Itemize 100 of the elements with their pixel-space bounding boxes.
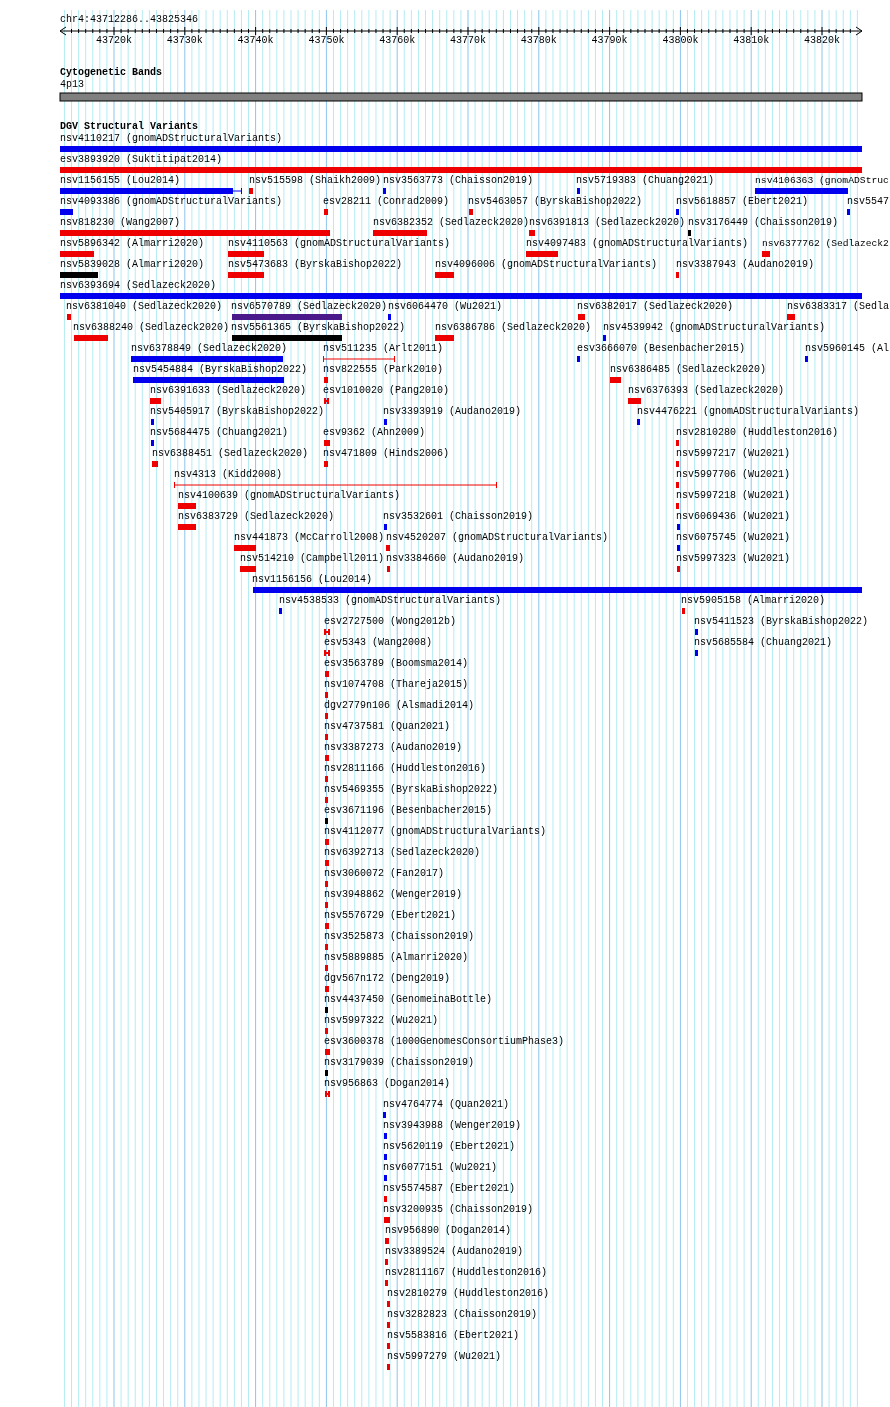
variant-label: nsv2811166 (Huddleston2016) (324, 763, 487, 775)
variant-label: nsv4737581 (Quan2021) (324, 721, 451, 733)
tick-label: 43780k (520, 35, 557, 47)
variant-label: nsv5473683 (ByrskaBishop2022) (228, 259, 403, 271)
variant-label: nsv3282823 (Chaisson2019) (387, 1309, 538, 1321)
tick-label: 43720k (96, 35, 132, 47)
variant-label: nsv4106363 (gnomADStruc (755, 175, 889, 187)
track-title: DGV Structural Variants (60, 121, 199, 133)
variant-label: nsv956890 (Dogan2014) (385, 1225, 512, 1237)
variant-label: nsv4520207 (gnomADStructuralVariants) (386, 532, 609, 544)
track-title: Cytogenetic Bands (60, 67, 163, 79)
variant-label: nsv6075745 (Wu2021) (676, 532, 791, 544)
variant-label: nsv5469355 (ByrskaBishop2022) (324, 784, 499, 796)
tick-label: 43760k (379, 35, 416, 47)
variant-label: esv5343 (Wang2008) (324, 637, 433, 649)
variant-label: nsv6377762 (Sedlazeck2 (762, 238, 889, 250)
variant-label: nsv3176449 (Chaisson2019) (688, 217, 839, 229)
variant-label: nsv5997218 (Wu2021) (676, 490, 791, 502)
variant-label: nsv5839028 (Almarri2020) (60, 259, 205, 271)
variant-label: nsv4437450 (GenomeinaBottle) (324, 994, 493, 1006)
variant-label: nsv514210 (Campbell2011) (240, 553, 385, 565)
variant-label: nsv2811167 (Huddleston2016) (385, 1267, 548, 1279)
variant-label: nsv3948862 (Wenger2019) (324, 889, 463, 901)
variant-label: nsv4539942 (gnomADStructuralVariants) (603, 322, 826, 334)
variant-label: nsv4538533 (gnomADStructuralVariants) (279, 595, 502, 607)
band-label: 4p13 (60, 79, 84, 91)
variant-label: esv3671196 (Besenbacher2015) (324, 805, 493, 817)
tick-label: 43730k (166, 35, 203, 47)
tick-label: 43790k (591, 35, 628, 47)
tick-label: 43750k (308, 35, 345, 47)
variant-label: esv9362 (Ahn2009) (323, 427, 426, 439)
variant-label: nsv5454884 (ByrskaBishop2022) (133, 364, 308, 376)
tick-label: 43810k (733, 35, 770, 47)
variant-label: nsv4313 (Kidd2008) (174, 469, 283, 481)
variant-label: esv3600378 (1000GenomesConsortiumPhase3) (324, 1036, 565, 1048)
variant-label: nsv4100639 (gnomADStructuralVariants) (178, 490, 401, 502)
variant-label: nsv6376393 (Sedlazeck2020) (628, 385, 785, 397)
variant-label: nsv3384660 (Audano2019) (386, 553, 525, 565)
variant-label: nsv6393694 (Sedlazeck2020) (60, 280, 217, 292)
variant-label: nsv6383317 (Sedla (787, 301, 890, 313)
variant-label: nsv2810279 (Huddleston2016) (387, 1288, 550, 1300)
variant-label: nsv6077151 (Wu2021) (383, 1162, 498, 1174)
variant-label: nsv6391813 (Sedlazeck2020) (529, 217, 686, 229)
variant-label: esv1010020 (Pang2010) (323, 385, 450, 397)
variant-label: nsv2810280 (Huddleston2016) (676, 427, 839, 439)
variant-label: dgv567n172 (Deng2019) (324, 973, 451, 985)
tick-label: 43740k (237, 35, 274, 47)
variant-label: nsv511235 (Arlt2011) (323, 343, 444, 355)
variant-label: nsv5576729 (Ebert2021) (324, 910, 457, 922)
variant-label: nsv4097483 (gnomADStructuralVariants) (526, 238, 749, 250)
variant-label: esv28211 (Conrad2009) (323, 196, 450, 208)
variant-label: esv3666070 (Besenbacher2015) (577, 343, 746, 355)
variant-label: nsv5574587 (Ebert2021) (383, 1183, 516, 1195)
variant-label: nsv6386485 (Sedlazeck2020) (610, 364, 767, 376)
variant-label: nsv3563773 (Chaisson2019) (383, 175, 534, 187)
variant-label: nsv5684475 (Chuang2021) (150, 427, 289, 439)
variant-label: nsv3389524 (Audano2019) (385, 1246, 524, 1258)
variant-label: nsv4096006 (gnomADStructuralVariants) (435, 259, 658, 271)
variant-label: nsv4110217 (gnomADStructuralVariants) (60, 133, 283, 145)
variant-label: nsv6386786 (Sedlazeck2020) (435, 322, 592, 334)
variant-label: nsv5685584 (Chuang2021) (694, 637, 833, 649)
variant-label: nsv3179039 (Chaisson2019) (324, 1057, 475, 1069)
variant-label: nsv6382352 (Sedlazeck2020) (373, 217, 530, 229)
variant-label: nsv5463057 (ByrskaBishop2022) (468, 196, 643, 208)
variant-label: nsv6392713 (Sedlazeck2020) (324, 847, 481, 859)
variant-label: nsv3525873 (Chaisson2019) (324, 931, 475, 943)
variant-label: nsv1156156 (Lou2014) (252, 574, 373, 586)
variant-label: nsv5583816 (Ebert2021) (387, 1330, 520, 1342)
variant-label: nsv6382017 (Sedlazeck2020) (577, 301, 734, 313)
variant-label: nsv1074708 (Thareja2015) (324, 679, 469, 691)
variant-label: nsv515598 (Shaikh2009) (249, 175, 382, 187)
variant-label: nsv6064470 (Wu2021) (388, 301, 503, 313)
tick-label: 43770k (450, 35, 486, 47)
variant-label: nsv3532601 (Chaisson2019) (383, 511, 534, 523)
variant-label: nsv822555 (Park2010) (323, 364, 444, 376)
variant-label: nsv5561365 (ByrskaBishop2022) (231, 322, 406, 334)
variant-label: nsv441873 (McCarroll2008) (234, 532, 385, 544)
variant-label: nsv5905158 (Almarri2020) (681, 595, 826, 607)
variant-label: nsv3387273 (Audano2019) (324, 742, 463, 754)
region-label: chr4:43712286..43825346 (60, 14, 199, 26)
variant-label: nsv5997217 (Wu2021) (676, 448, 791, 460)
variant-label: nsv6388240 (Sedlazeck2020) (73, 322, 230, 334)
variant-label: nsv818230 (Wang2007) (60, 217, 181, 229)
variant-label: esv2727500 (Wong2012b) (324, 616, 457, 628)
variant-label: nsv5411523 (ByrskaBishop2022) (694, 616, 869, 628)
variant-label: nsv5997279 (Wu2021) (387, 1351, 502, 1363)
variant-label: nsv3387943 (Audano2019) (676, 259, 815, 271)
variant-label: nsv4110563 (gnomADStructuralVariants) (228, 238, 451, 250)
variant-label: nsv5719383 (Chuang2021) (576, 175, 715, 187)
variant-label: nsv956863 (Dogan2014) (324, 1078, 451, 1090)
tick-label: 43800k (662, 35, 699, 47)
variant-label: esv3893920 (Suktitipat2014) (60, 154, 223, 166)
variant-label: nsv5889885 (Almarri2020) (324, 952, 469, 964)
variant-label: nsv3060072 (Fan2017) (324, 868, 445, 880)
variant-label: nsv6378849 (Sedlazeck2020) (131, 343, 288, 355)
variant-label: nsv3943988 (Wenger2019) (383, 1120, 522, 1132)
variant-label: nsv6391633 (Sedlazeck2020) (150, 385, 307, 397)
variant-label: nsv1156155 (Lou2014) (60, 175, 181, 187)
variant-label: nsv4093386 (gnomADStructuralVariants) (60, 196, 283, 208)
variant-label: nsv6388451 (Sedlazeck2020) (152, 448, 309, 460)
